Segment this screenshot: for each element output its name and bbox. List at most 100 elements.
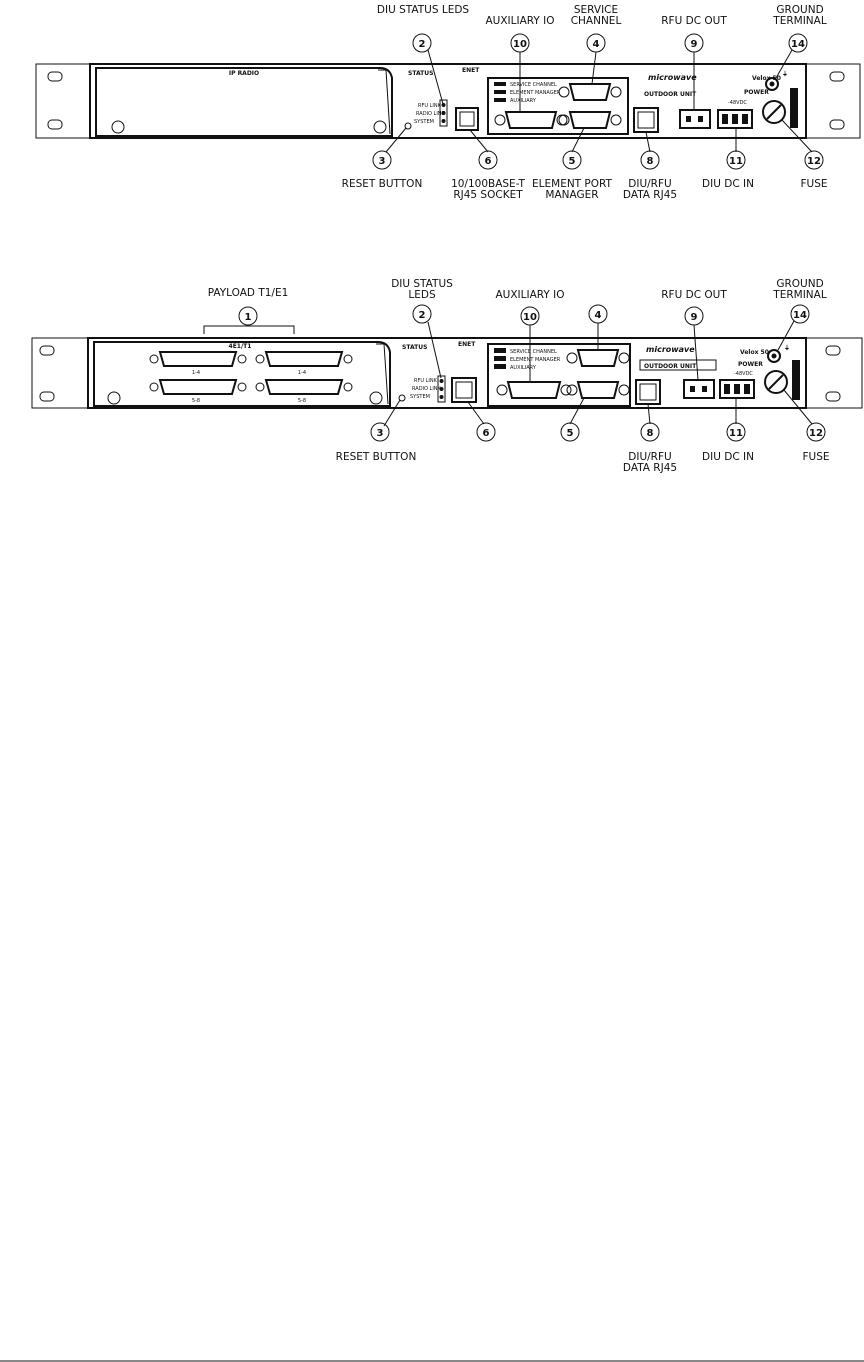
top-auxiliary-io-port[interactable] [504, 111, 558, 129]
bottom-callout-14-circle [790, 304, 810, 324]
bottom-led-system [439, 395, 444, 399]
bottom-aux-marker-3 [494, 364, 506, 369]
bottom-model-text: Velox 50 [740, 349, 769, 356]
bottom-card-edge [376, 343, 389, 405]
top-diu-dc-in-connector[interactable] [717, 109, 753, 129]
top-callout-12-leader [781, 119, 813, 153]
top-led-radio-link [441, 111, 446, 115]
bottom-service-channel-port[interactable] [576, 349, 620, 367]
top-aux-marker-1 [494, 82, 506, 86]
bottom-callout-11-number: 11 [729, 428, 743, 439]
bottom-element-manager-screw-right [618, 384, 630, 396]
bottom-power-label: POWER [738, 361, 763, 368]
top-callout-4-leader [591, 51, 597, 85]
top-card-screw-right [373, 120, 387, 134]
top-unit: IP RADIO STATUS ENET RFU LINK RADIO LINK… [35, 4, 861, 201]
top-fuse-holder[interactable] [762, 100, 786, 124]
bottom-rfu-dc-out-pin-2 [702, 386, 707, 392]
bottom-callout-11-label: DIU DC IN [702, 451, 754, 463]
bottom-led-radio-link [439, 387, 444, 391]
top-service-channel-screw-left [558, 86, 570, 98]
bottom-payload-port-2-screw-right [343, 354, 353, 364]
top-left-ear-hole-lower [47, 119, 63, 130]
top-callout-8-label-line2: DATA RJ45 [623, 189, 677, 201]
bottom-right-bracket [792, 360, 800, 400]
top-logo: microwave [648, 73, 697, 82]
bottom-rfu-dc-out-connector[interactable] [683, 379, 715, 399]
bottom-payload-port-2-screw-left [255, 354, 265, 364]
bottom-diu-dc-in-pin-3 [744, 384, 750, 394]
bottom-enet-rj45-socket[interactable] [451, 377, 477, 403]
bottom-callout-2-label-line2: LEDS [408, 289, 436, 301]
bottom-callout-1-label: PAYLOAD T1/E1 [208, 287, 289, 299]
top-callout-11-number: 11 [729, 156, 743, 167]
top-callout-14-circle [788, 33, 808, 53]
top-reset-button[interactable] [404, 122, 412, 130]
bottom-fuse-holder[interactable] [764, 370, 788, 394]
top-aux-text-2: ELEMENT MANAGER [510, 90, 561, 96]
bottom-service-channel-screw-right [618, 352, 630, 364]
bottom-element-manager-port[interactable] [576, 381, 620, 399]
top-service-channel-port[interactable] [568, 83, 612, 101]
bottom-aux-screw-left [496, 384, 508, 396]
top-callout-11-circle [726, 150, 746, 170]
top-element-manager-port[interactable] [568, 111, 612, 129]
top-rfu-dc-out-pin-1 [686, 116, 691, 122]
bottom-ground-terminal[interactable] [767, 349, 781, 363]
bottom-callout-8-label: DIU/RFU [628, 451, 671, 463]
bottom-payload-port-4-screw-left [255, 382, 265, 392]
top-callout-14-number: 14 [791, 39, 805, 50]
top-service-channel-screw-right [610, 86, 622, 98]
top-left-ear-hole-upper [47, 71, 63, 82]
top-aux-screw-left [494, 114, 506, 126]
bottom-led-label-3: SYSTEM [410, 394, 430, 400]
top-callout-4-label: SERVICE [574, 4, 618, 16]
top-callout-10-number: 10 [513, 39, 527, 50]
bottom-callout-11-circle [726, 422, 746, 442]
bottom-payload-port-3[interactable] [158, 379, 238, 395]
bottom-callout-9-leader [693, 324, 699, 381]
bottom-payload-port-1-screw-right [237, 354, 247, 364]
top-callout-5-leader [571, 127, 585, 153]
bottom-payload-port-4[interactable] [264, 379, 344, 395]
bottom-aux-block [487, 343, 631, 407]
bottom-auxiliary-io-port[interactable] [506, 381, 562, 399]
bottom-card-screw-right [369, 391, 383, 405]
top-callout-2-circle [412, 33, 432, 53]
top-callout-3-number: 3 [379, 156, 386, 167]
top-enet-label: ENET [462, 67, 480, 74]
bottom-aux-text-2: ELEMENT MANAGER [510, 357, 561, 363]
bottom-led-label-2: RADIO LINK [412, 386, 442, 392]
bottom-payload-port-2[interactable] [264, 351, 344, 367]
bottom-rfu-dc-out-pin-1 [690, 386, 695, 392]
top-callout-8-number: 8 [647, 156, 654, 167]
bottom-enet-rj45-inner [455, 381, 473, 399]
top-callout-14-leader [775, 49, 793, 79]
bottom-payload-port-1[interactable] [158, 351, 238, 367]
top-led-label-3: SYSTEM [414, 119, 434, 125]
top-callout-8-label: DIU/RFU [628, 178, 671, 190]
bottom-diu-dc-in-connector[interactable] [719, 379, 755, 399]
bottom-payload-port-3-screw-left [149, 382, 159, 392]
bottom-aux-marker-1 [494, 348, 506, 353]
top-rfu-dc-out-connector[interactable] [679, 109, 711, 129]
top-led-label-1: RFU LINK [418, 103, 442, 109]
top-callout-2-number: 2 [419, 39, 426, 50]
bottom-payload-port-1-screw-left [149, 354, 159, 364]
bottom-callout-4-number: 4 [595, 310, 602, 321]
top-callout-2-label: DIU STATUS LEDS [377, 4, 470, 16]
top-led-housing [439, 99, 448, 127]
bottom-status-label: STATUS [402, 344, 427, 351]
top-ground-symbol-icon: ⏚ [782, 71, 788, 78]
top-ground-terminal[interactable] [765, 77, 779, 91]
top-aux-marker-2 [494, 90, 506, 94]
top-diu-rfu-data-rj45-inner [637, 111, 655, 129]
bottom-element-manager-screw-left [566, 384, 578, 396]
bottom-callout-1-number: 1 [245, 312, 252, 323]
bottom-callout-14-number: 14 [793, 310, 807, 321]
top-enet-rj45-socket[interactable] [455, 107, 479, 131]
bottom-callout-12-leader [783, 389, 813, 425]
bottom-payload-port-3-screw-right [237, 382, 247, 392]
bottom-reset-button[interactable] [398, 394, 406, 402]
bottom-led-rfu-link [439, 379, 444, 383]
